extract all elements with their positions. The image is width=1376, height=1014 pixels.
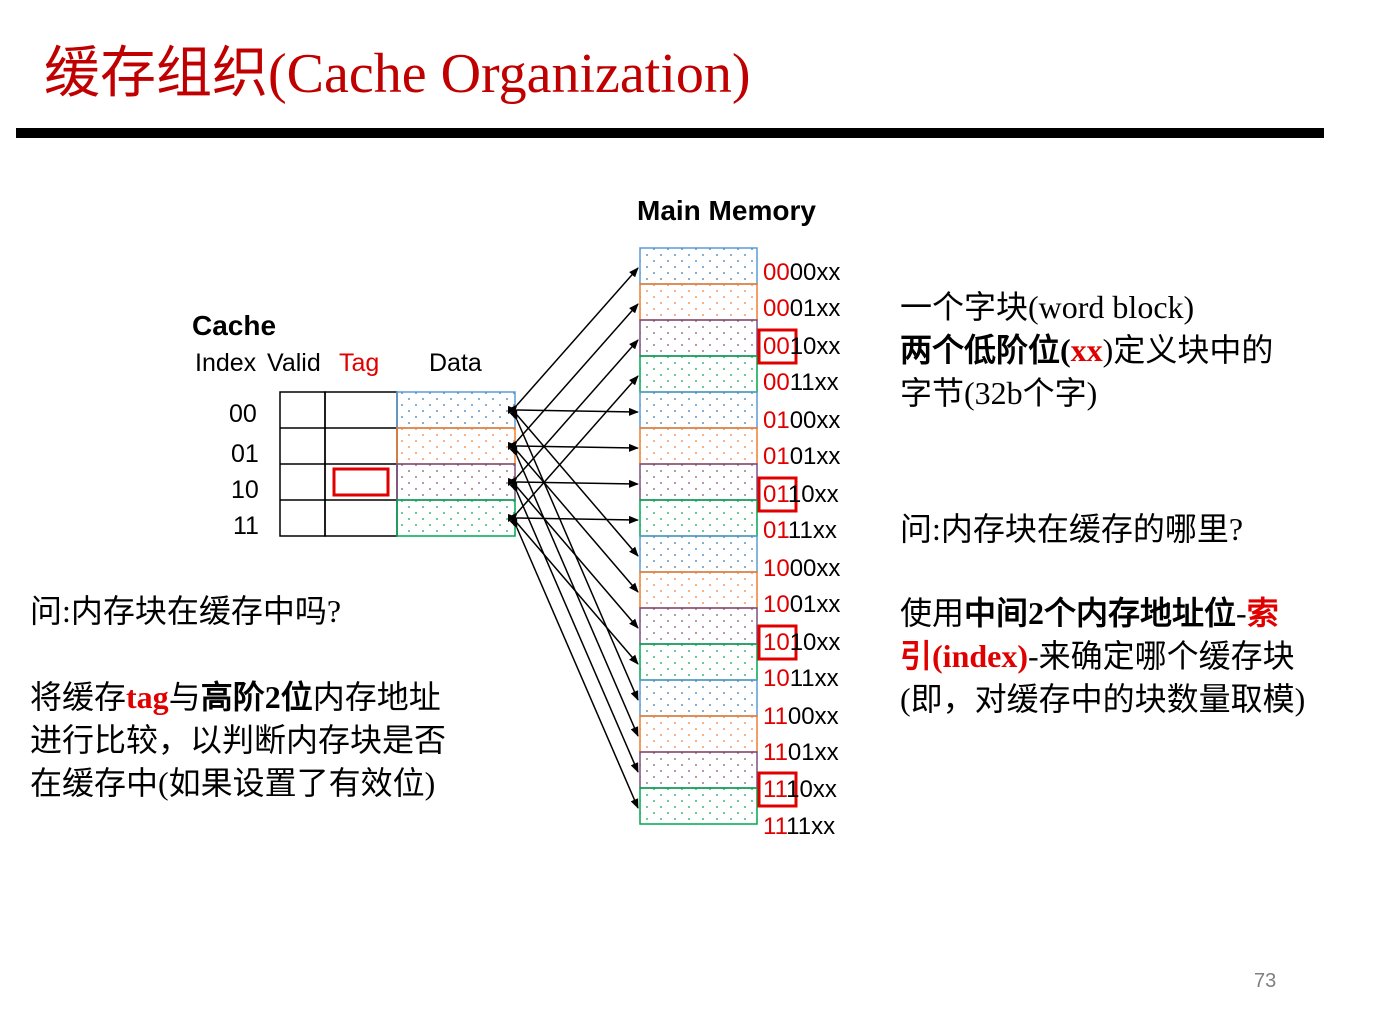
memory-address: 1010xx <box>763 629 841 656</box>
tag-highlight-box <box>332 467 390 497</box>
byte-in-word-line: 字节(32b个字) <box>900 375 1098 411</box>
tag-compare-explanation: 将缓存tag与高阶2位内存地址 进行比较，以判断内存块是否 在缓存中(如果设置了… <box>30 676 446 805</box>
memory-address: 1110xx <box>763 776 837 803</box>
cache-index-label: 10 <box>231 476 259 504</box>
memory-address: 1000xx <box>763 555 841 582</box>
memory-address: 0001xx <box>763 295 841 322</box>
where-question: 问:内存块在缓存的哪里? <box>900 511 1244 547</box>
offset-bits-line: 两个低阶位(xx)定义块中的 <box>900 332 1274 368</box>
index-line-2: 引(index)-来确定哪个缓存块 <box>900 638 1295 674</box>
cache-header-index: Index <box>195 349 257 377</box>
word-block-note: 一个字块(word block) 两个低阶位(xx)定义块中的 字节(32b个字… <box>900 286 1273 415</box>
memory-address: 0111xx <box>763 517 837 544</box>
memory-address: 0011xx <box>763 369 839 396</box>
cache-header-tag: Tag <box>339 349 380 377</box>
memory-address: 0000xx <box>763 259 841 286</box>
memory-address: 0101xx <box>763 443 841 470</box>
cache-data-block-00 <box>396 391 516 429</box>
address-highlights <box>757 328 798 808</box>
memory-address: 1011xx <box>763 665 839 692</box>
cache-index-label: 11 <box>233 512 259 540</box>
cache-data-block-10 <box>396 463 516 501</box>
index-explanation: 使用中间2个内存地址位-索 引(index)-来确定哪个缓存块 (即，对缓存中的… <box>900 592 1305 721</box>
cache-index-label: 00 <box>229 400 257 428</box>
in-cache-question: 问:内存块在缓存中吗? <box>30 593 342 629</box>
memory-address: 0110xx <box>763 481 839 508</box>
cache-label: Cache <box>192 310 277 341</box>
cache-header-data: Data <box>429 349 482 377</box>
cache-data-block-01 <box>396 427 516 465</box>
index-line-1: 使用中间2个内存地址位-索 <box>900 595 1279 631</box>
main-memory-label: Main Memory <box>637 195 816 226</box>
word-block-line: 一个字块(word block) <box>900 289 1195 325</box>
memory-address: 1100xx <box>763 703 839 730</box>
memory-address: 1101xx <box>763 739 839 766</box>
slide-title: 缓存组织(Cache Organization) <box>44 43 751 105</box>
index-line-3: (即，对缓存中的块数量取模) <box>900 681 1306 717</box>
page-number: 73 <box>1254 970 1277 992</box>
cache-index-label: 01 <box>231 440 259 468</box>
main-memory-blocks <box>639 247 758 825</box>
memory-address: 0010xx <box>763 333 841 360</box>
title-divider <box>16 128 1324 138</box>
memory-address: 1001xx <box>763 591 841 618</box>
tag-line-1: 将缓存tag与高阶2位内存地址 <box>30 679 441 715</box>
tag-line-2: 进行比较，以判断内存块是否 <box>30 722 447 758</box>
mapping-arrows <box>507 267 639 809</box>
cache-header-valid: Valid <box>267 349 321 377</box>
cache-data-block-11 <box>396 499 516 537</box>
memory-address: 0100xx <box>763 407 841 434</box>
tag-line-3: 在缓存中(如果设置了有效位) <box>30 765 436 801</box>
memory-address: 1111xx <box>763 813 836 840</box>
cache-table <box>279 391 516 537</box>
